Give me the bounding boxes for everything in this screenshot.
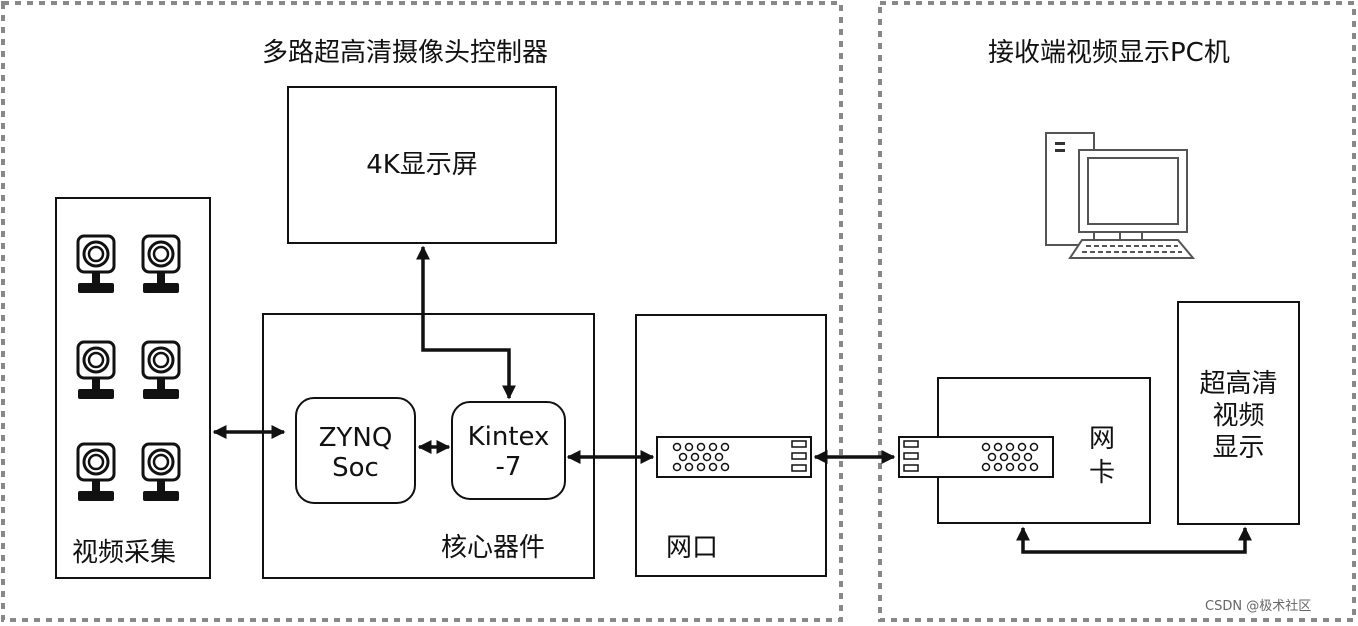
camera-icon [76, 442, 116, 501]
network-port-label: 网口 [666, 533, 719, 563]
controller-region [1, 1, 843, 622]
camera-icon [76, 234, 116, 293]
controller-title: 多路超高清摄像头控制器 [262, 38, 549, 68]
camera-icon [141, 340, 181, 399]
receiver-region [878, 1, 1356, 622]
watermark: CSDN @极术社区 [1205, 599, 1312, 614]
display-4k-box [287, 86, 557, 244]
kintex-chip-box [451, 401, 566, 500]
kintex-label: Kintex -7 [467, 422, 550, 482]
receiver-title: 接收端视频显示PC机 [988, 38, 1230, 68]
uhd-display-label: 超高清 视频 显示 [1199, 369, 1278, 463]
uhd-display-box [1177, 301, 1300, 525]
core-label: 核心器件 [441, 533, 546, 563]
desktop-computer-icon [1045, 132, 1196, 259]
network-card-icon [898, 436, 1054, 478]
camera-icon [141, 442, 181, 501]
arrow-kintex-display [416, 245, 516, 400]
capture-label: 视频采集 [72, 538, 177, 568]
camera-icon [76, 340, 116, 399]
arrow-nic-display [1016, 526, 1252, 554]
display-4k-label: 4K显示屏 [366, 150, 478, 180]
zynq-chip-box [295, 397, 416, 504]
nic-label: 网 卡 [1088, 424, 1115, 488]
zynq-label: ZYNQ Soc [318, 423, 393, 483]
network-switch-icon [656, 436, 812, 478]
camera-icon [141, 234, 181, 293]
